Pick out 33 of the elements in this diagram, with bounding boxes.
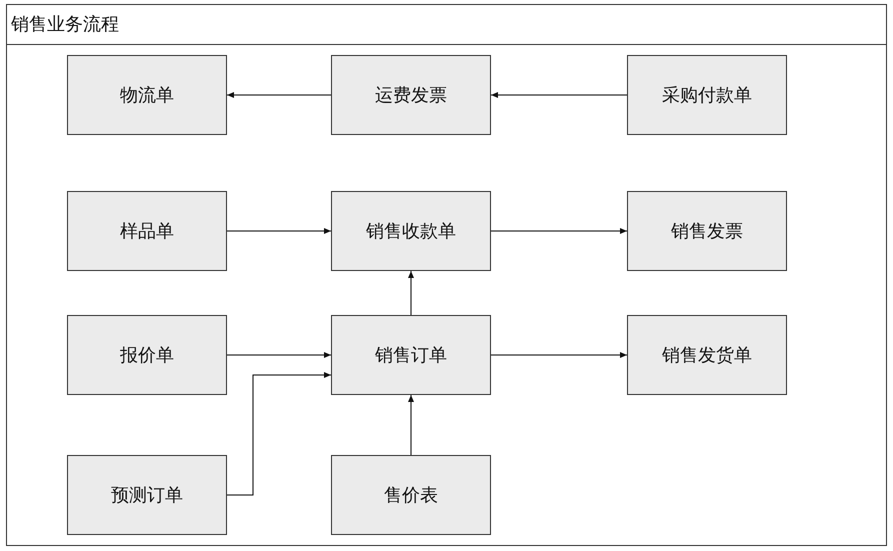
process-box [331, 191, 491, 271]
process-box [627, 315, 787, 395]
box-label: 销售发票 [671, 220, 743, 244]
arrow [408, 394, 414, 456]
process-box [67, 315, 227, 395]
process-box [67, 455, 227, 535]
box-label: 物流单 [120, 84, 174, 108]
box-label: 销售订单 [375, 344, 447, 368]
process-box [627, 191, 787, 271]
arrow [226, 228, 332, 234]
box-label: 报价单 [120, 344, 174, 368]
box-label: 预测订单 [111, 484, 183, 508]
box-label: 售价表 [384, 484, 438, 508]
arrow [490, 92, 628, 98]
arrow [408, 270, 414, 316]
process-box [331, 55, 491, 135]
process-box [627, 55, 787, 135]
process-box [67, 191, 227, 271]
box-label: 销售发货单 [662, 344, 752, 368]
arrow [226, 92, 332, 98]
process-box [331, 455, 491, 535]
box-label: 采购付款单 [662, 84, 752, 108]
arrow [226, 352, 332, 358]
box-label: 样品单 [120, 220, 174, 244]
frame-title: 销售业务流程 [11, 13, 119, 37]
arrow [490, 352, 628, 358]
arrow [490, 228, 628, 234]
arrow [226, 372, 332, 496]
process-box [331, 315, 491, 395]
box-label: 销售收款单 [366, 220, 456, 244]
box-label: 运费发票 [375, 84, 447, 108]
swimlane-frame [6, 4, 887, 546]
process-box [67, 55, 227, 135]
